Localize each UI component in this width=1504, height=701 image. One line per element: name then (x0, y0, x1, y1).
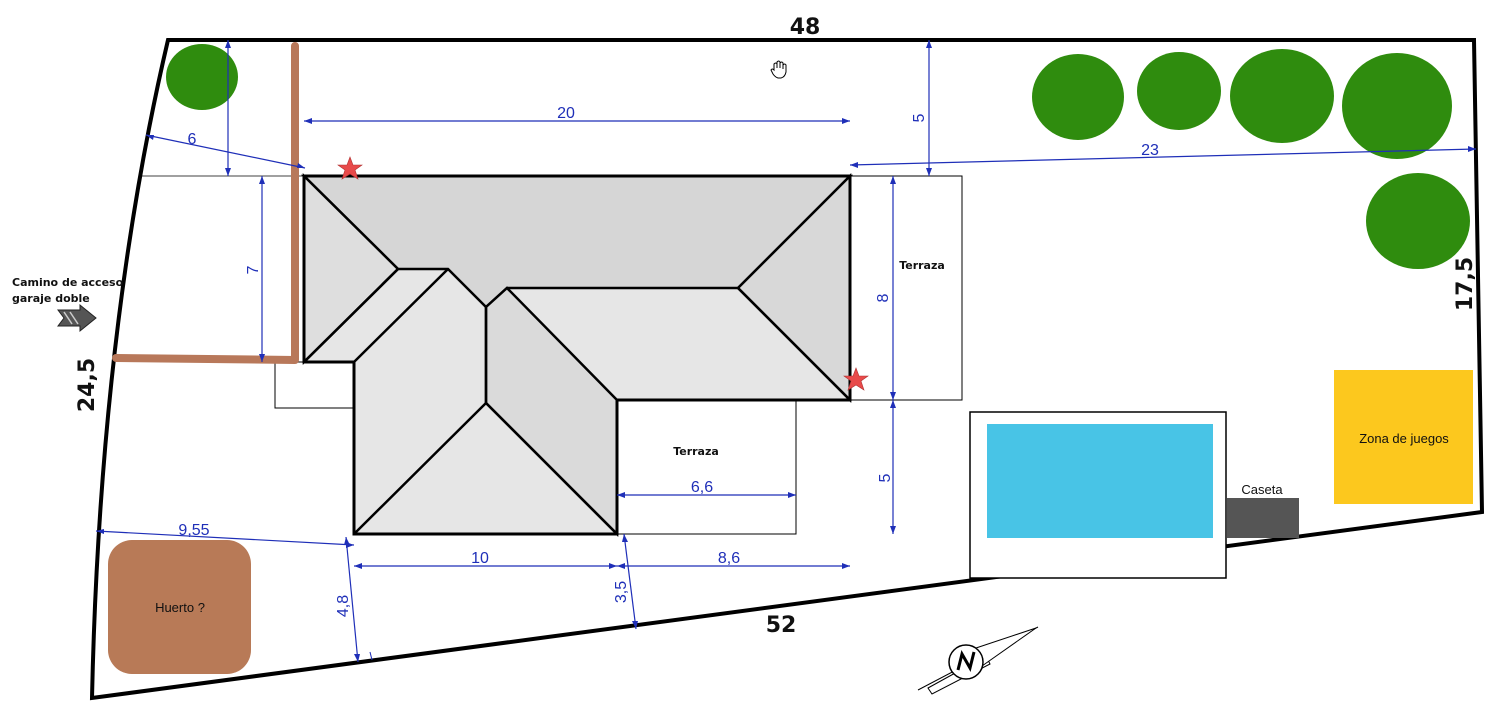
label-shed: Caseta (1241, 482, 1283, 497)
label-terrace-right: Terraza (899, 259, 945, 272)
boundary-bottom: 52 (766, 613, 797, 638)
pool (987, 424, 1213, 538)
label-access-2: garaje doble (12, 292, 90, 305)
tree (1342, 53, 1452, 159)
dim-lower-wing-width: 10 (471, 550, 489, 567)
access-path (112, 42, 299, 364)
dim-house-depth-left: 7 (245, 265, 262, 274)
tree (1032, 54, 1124, 140)
dim-terrace-width: 6,6 (691, 479, 713, 496)
tree (1230, 49, 1334, 143)
label-terrace-bottom: Terraza (673, 445, 719, 458)
tree (1366, 173, 1470, 269)
shed (1227, 498, 1299, 538)
label-access: Camino de acceso (12, 276, 124, 289)
house-roof (300, 172, 854, 538)
dim-bottom-setback-mid: 3,5 (613, 581, 630, 603)
dim-right-offset: 23 (1141, 142, 1159, 159)
dim-house-depth-right: 8 (875, 293, 892, 302)
boundary-left: 24,5 (75, 358, 100, 412)
dim-right-bottom-width: 8,6 (718, 550, 740, 567)
play-zone (1334, 370, 1473, 504)
label-garden: Huerto ? (155, 600, 205, 615)
dim-left-tree-offset: 6 (188, 131, 197, 148)
tree (166, 44, 238, 110)
hand-cursor-icon (770, 60, 787, 79)
label-play-zone: Zona de juegos (1359, 431, 1449, 446)
dim-lower-setback-right: 5 (877, 473, 894, 482)
arrow-right-icon (57, 303, 97, 333)
dim-top-setback-right: 5 (911, 113, 928, 122)
dim-huerto-offset: 9,55 (178, 522, 209, 539)
boundary-right: 17,5 (1453, 257, 1478, 311)
north-compass-icon (917, 626, 1039, 695)
trees (166, 44, 1470, 269)
boundary-top: 48 (790, 15, 821, 40)
tree (1137, 52, 1221, 130)
dim-bottom-setback-left: 4,8 (335, 595, 352, 617)
dimension-lines (95, 40, 1477, 663)
garden (108, 540, 251, 674)
dim-house-width: 20 (557, 105, 575, 122)
star-marker (337, 156, 363, 180)
star-marker (843, 367, 869, 391)
